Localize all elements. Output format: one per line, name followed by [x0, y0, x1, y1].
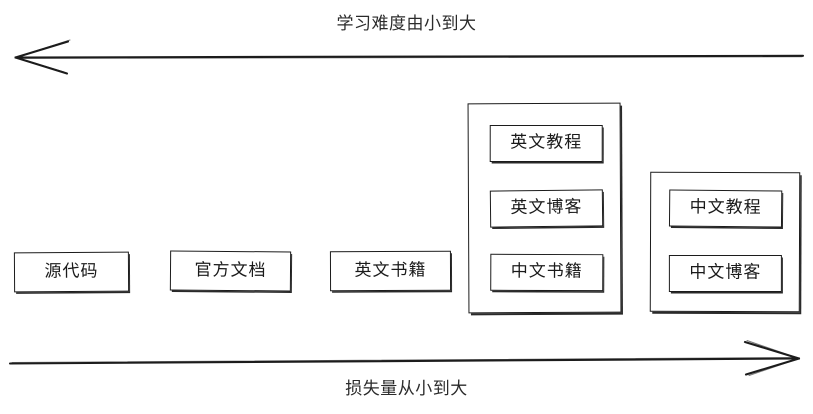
top-axis-line [14, 39, 805, 75]
node-label: 官方文档 [194, 259, 267, 281]
node-label: 中文书籍 [510, 261, 583, 282]
node-chinese-books[interactable]: 中文书籍 [490, 253, 604, 292]
node-label: 源代码 [44, 260, 99, 282]
node-source-code[interactable]: 源代码 [13, 251, 130, 293]
node-chinese-tutorial[interactable]: 中文教程 [668, 189, 783, 228]
node-official-docs[interactable]: 官方文档 [169, 250, 292, 292]
node-label: 英文博客 [510, 197, 583, 218]
node-label: 中文博客 [689, 262, 762, 283]
top-axis-label: 学习难度由小到大 [336, 14, 477, 34]
node-label: 英文教程 [510, 132, 583, 153]
node-label: 英文书籍 [354, 259, 427, 281]
node-english-tutorial[interactable]: 英文教程 [489, 124, 603, 163]
node-chinese-blog[interactable]: 中文博客 [668, 255, 782, 293]
node-label: 中文教程 [689, 197, 762, 218]
bottom-axis-line [8, 340, 801, 376]
node-english-blog[interactable]: 英文博客 [489, 189, 604, 228]
group-english-container: 英文教程 英文博客 中文书籍 [467, 102, 622, 314]
bottom-axis-label: 损失量从小到大 [345, 379, 468, 399]
node-english-books[interactable]: 英文书籍 [329, 250, 452, 292]
group-chinese-container: 中文教程 中文博客 [649, 171, 801, 313]
